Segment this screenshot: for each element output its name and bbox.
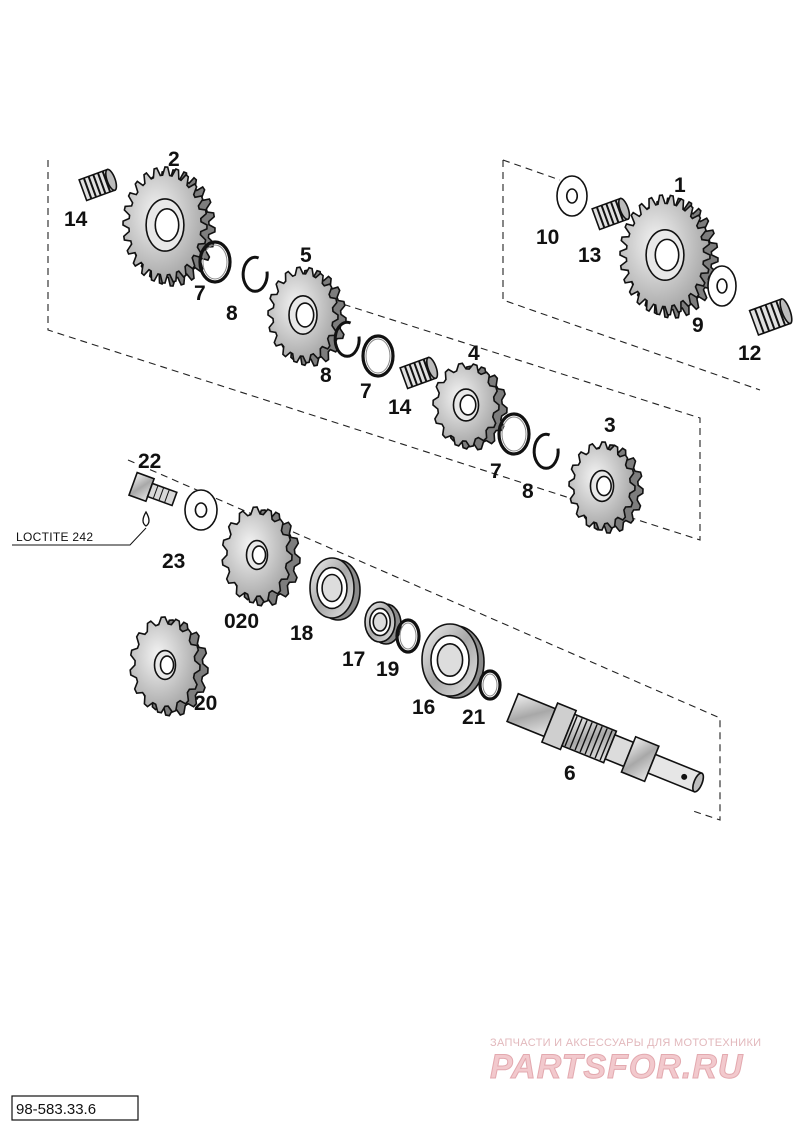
callout-19: 19: [376, 658, 399, 681]
needle-bearing-12: [748, 297, 793, 337]
shaft-spline-mark: [594, 728, 608, 759]
bolt: [127, 471, 178, 507]
gear-5: [267, 266, 347, 367]
shaft-spline-mark: [599, 730, 613, 761]
callout-020: 020: [224, 610, 259, 633]
gear-3: [568, 441, 644, 534]
callout-14a: 14: [64, 208, 88, 231]
needle-bearing-14-left: [78, 168, 118, 202]
callout-8a: 8: [226, 302, 238, 325]
inset-outline: [502, 159, 761, 391]
loctite-drop-icon: [142, 510, 150, 527]
upper-shaft-outline: [47, 160, 701, 541]
document-number-box: [11, 1095, 139, 1121]
callout-7a: 7: [194, 282, 206, 305]
callout-4: 4: [468, 342, 480, 365]
loctite-leader-line: [12, 527, 147, 546]
seal-ring-18: [309, 557, 361, 621]
callout-8b: 8: [320, 364, 332, 387]
callout-1: 1: [674, 174, 686, 197]
output-shaft: [506, 692, 705, 793]
o-ring-21: [478, 669, 502, 701]
watermark-brand: PARTSFOR.RU: [490, 1048, 744, 1086]
shaft-spline-mark: [589, 726, 603, 757]
callout-9: 9: [692, 314, 704, 337]
callout-8c: 8: [522, 480, 534, 503]
needle-bearing-14-b: [399, 356, 439, 390]
parts-layer: [78, 166, 793, 717]
thrust-ring-7-a: [198, 240, 232, 284]
callout-23: 23: [162, 550, 185, 573]
callout-21: 21: [462, 706, 486, 729]
callout-13: 13: [578, 244, 601, 267]
callout-6: 6: [564, 762, 576, 785]
callout-12: 12: [738, 342, 761, 365]
shim-9: [707, 265, 737, 307]
callout-20: 20: [194, 692, 217, 715]
callout-3: 3: [604, 414, 616, 437]
callout-16: 16: [412, 696, 435, 719]
lower-shaft-outline: [127, 459, 721, 821]
ball-bearing-16: [421, 623, 485, 699]
thrust-ring-7-c: [497, 412, 531, 456]
shaft-spline-mark: [574, 720, 588, 751]
shaft-spline-mark: [579, 722, 593, 753]
gear-2: [122, 166, 216, 287]
bushing-17: [364, 601, 402, 645]
gear-1: [619, 194, 719, 319]
o-ring-19: [395, 618, 421, 654]
circlip-8-c: [532, 432, 560, 470]
shaft-spline-mark: [564, 716, 578, 747]
callout-7c: 7: [490, 460, 502, 483]
callout-18: 18: [290, 622, 314, 645]
callout-10: 10: [536, 226, 559, 249]
shaft-spline-mark: [584, 724, 598, 755]
washer-23: [184, 489, 218, 531]
gear-4: [432, 362, 508, 451]
callout-22: 22: [138, 450, 161, 473]
loctite-note: LOCTITE 242: [16, 530, 93, 544]
watermark-tagline: ЗАПЧАСТИ И АКСЕССУАРЫ ДЛЯ МОТОТЕХНИКИ: [490, 1037, 761, 1049]
sprocket-20: [129, 616, 209, 717]
callout-5: 5: [300, 244, 312, 267]
thrust-ring-7-b: [361, 334, 395, 378]
shaft-spline-mark: [569, 718, 583, 749]
sprocket-020: [221, 506, 301, 607]
shim-10: [556, 175, 588, 217]
callout-7b: 7: [360, 380, 372, 403]
callout-2: 2: [168, 148, 180, 171]
callout-17: 17: [342, 648, 365, 671]
document-number: 98-583.33.6: [16, 1101, 96, 1118]
circlip-8-b: [333, 320, 361, 358]
callout-14b: 14: [388, 396, 412, 419]
circlip-8-a: [241, 255, 269, 293]
needle-bearing-13: [591, 197, 631, 231]
